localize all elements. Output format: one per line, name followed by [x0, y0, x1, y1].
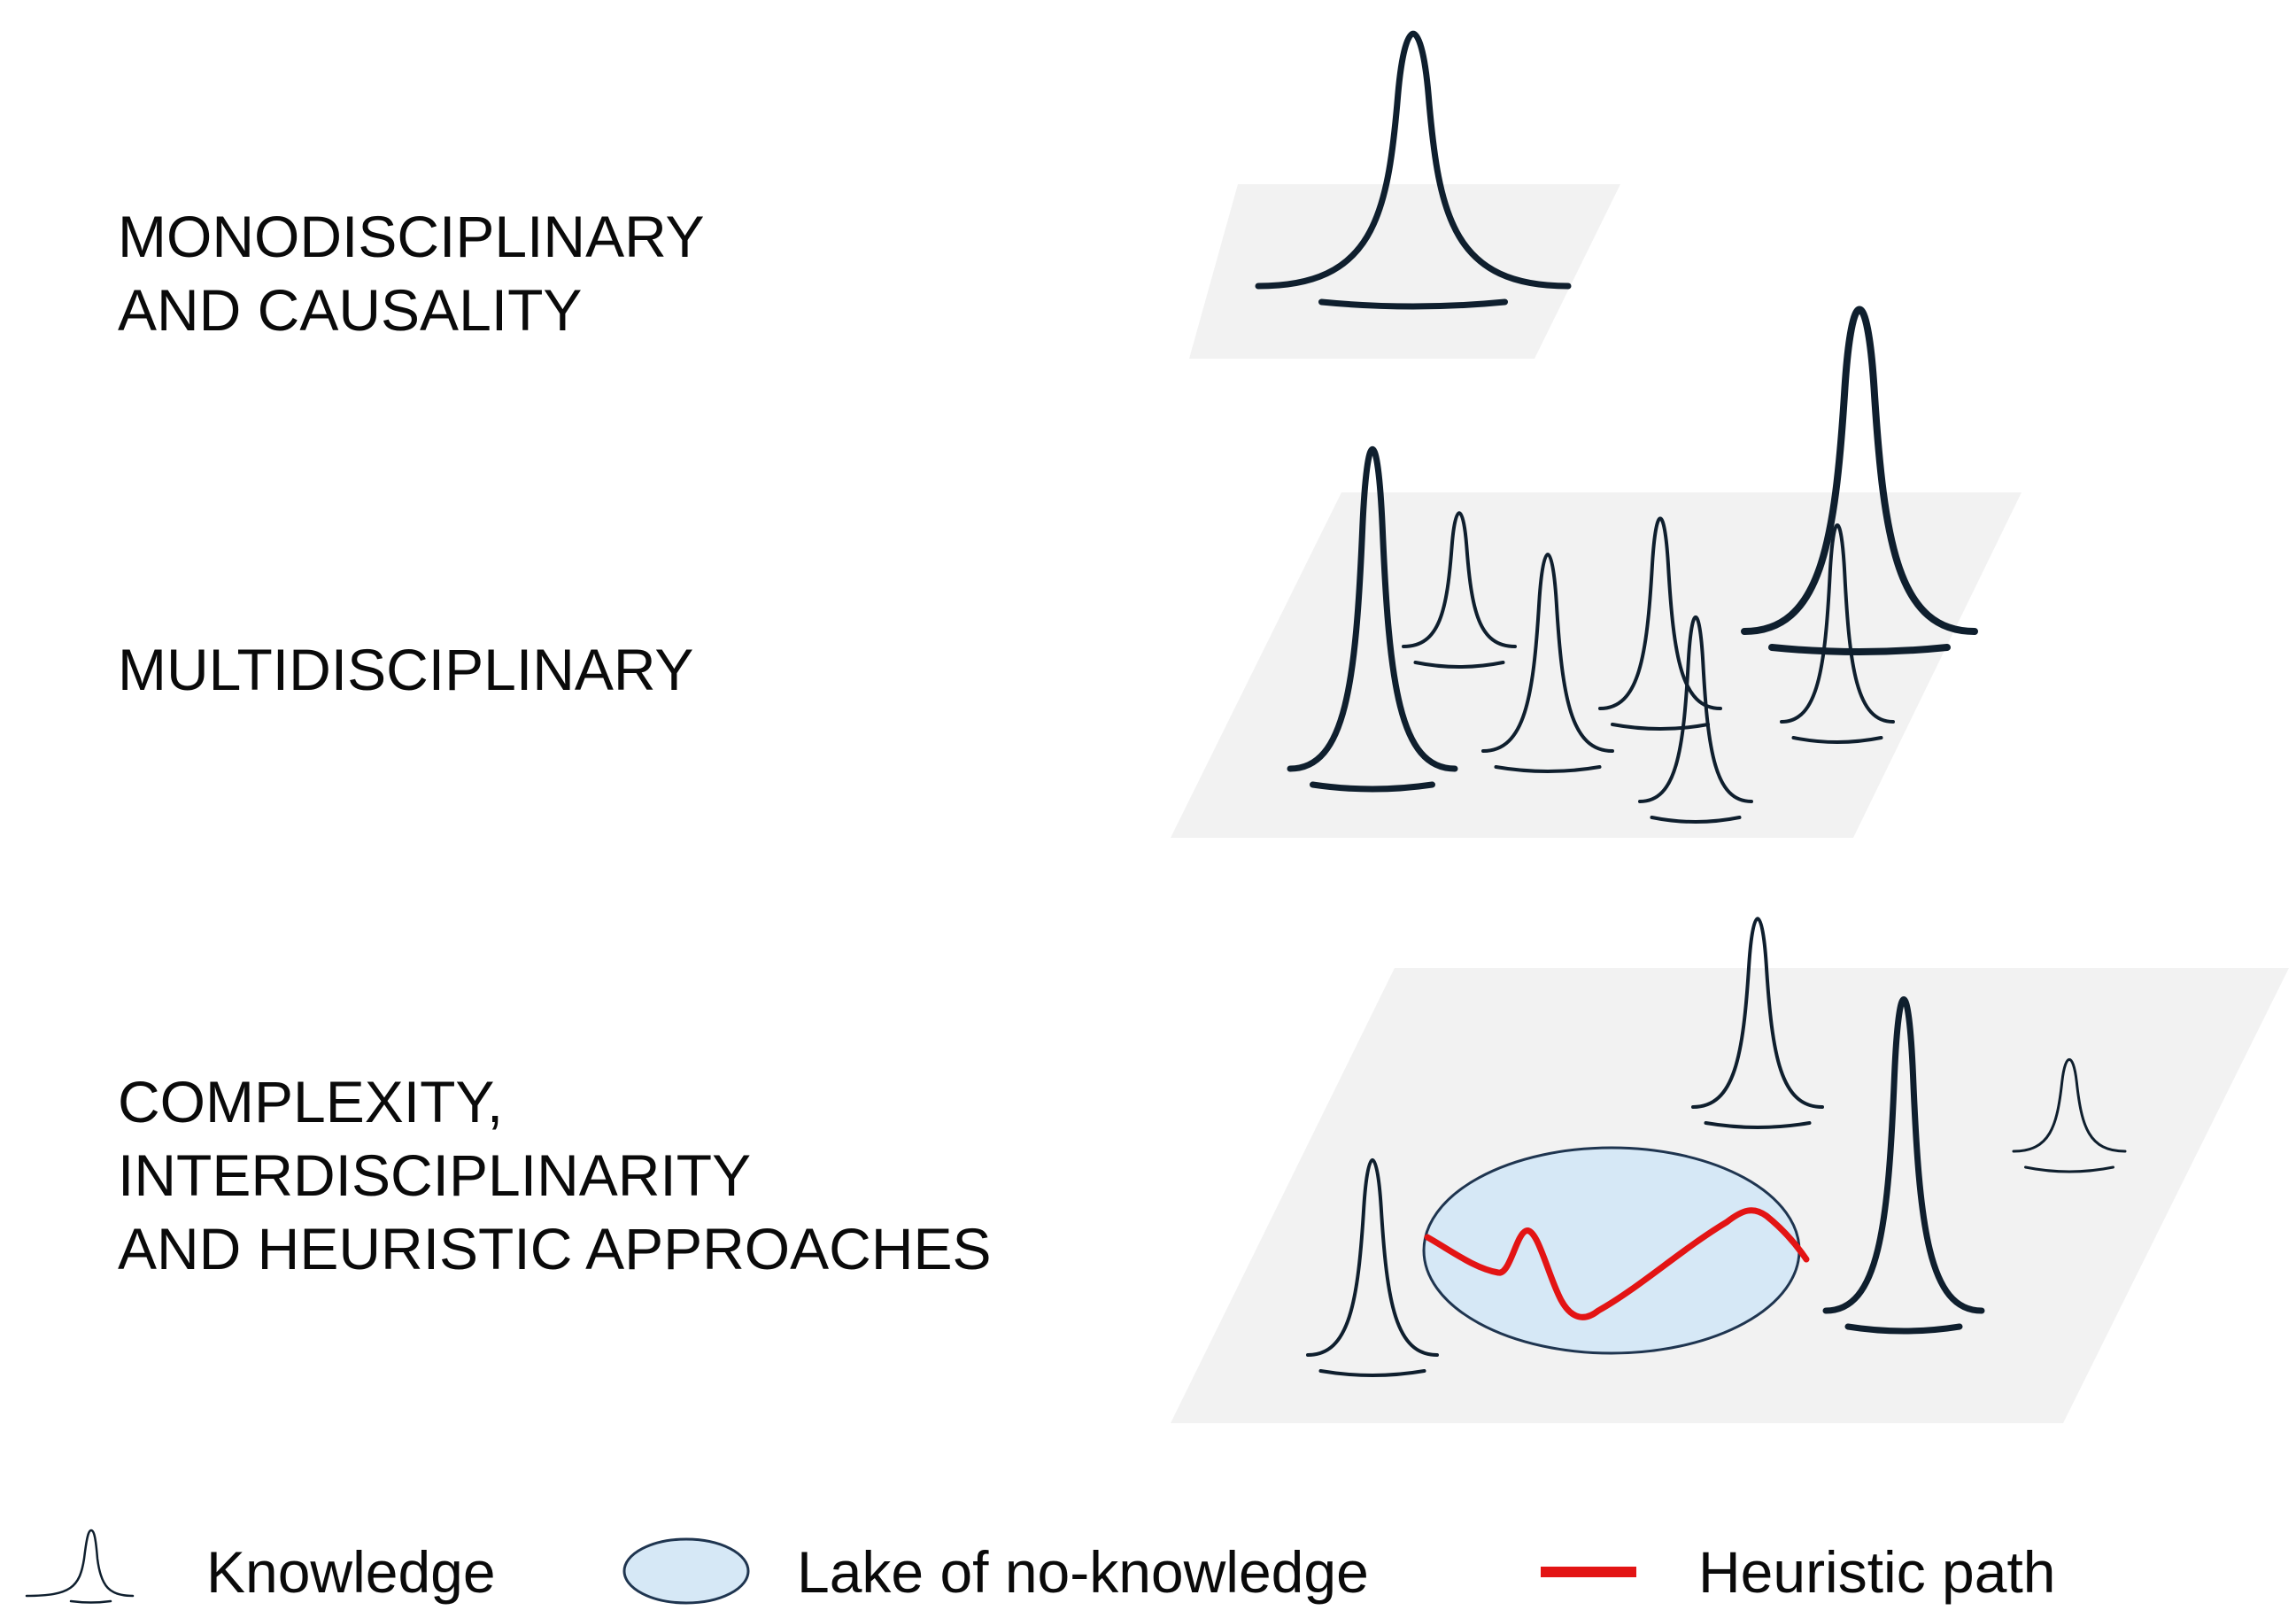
legend-knowledge-icon	[25, 1529, 135, 1598]
knowledge-peak-base	[1318, 298, 1508, 310]
knowledge-peak-base	[1768, 644, 1951, 655]
knowledge-peak-base	[1611, 723, 1710, 731]
knowledge-peak	[1598, 516, 1722, 710]
knowledge-peak-base	[2024, 1165, 2114, 1173]
label-line: MONODISCIPLINARY	[118, 204, 705, 269]
knowledge-peak	[1822, 996, 1985, 1314]
level-label-complexity: COMPLEXITY, INTERDISCIPLINARITY AND HEUR…	[118, 1065, 992, 1286]
knowledge-peaks	[1255, 30, 2127, 1377]
knowledge-peak	[1780, 523, 1895, 724]
legend-lake-label: Lake of no-knowledge	[797, 1539, 1369, 1605]
knowledge-peak	[1402, 511, 1517, 648]
level-label-multidisciplinary: MULTIDISCIPLINARY	[118, 633, 693, 707]
knowledge-peak	[1741, 306, 1978, 635]
label-line: INTERDISCIPLINARITY	[118, 1142, 752, 1208]
knowledge-peak	[1691, 917, 1824, 1109]
knowledge-peak	[1638, 615, 1753, 803]
knowledge-peak-base	[1650, 816, 1742, 824]
heuristic-path	[1424, 1207, 1810, 1320]
label-line: AND CAUSALITY	[118, 277, 583, 343]
legend-knowledge-label: Knowledge	[206, 1539, 496, 1605]
legend-knowledge-icon-base	[69, 1599, 112, 1604]
knowledge-peak-base	[1494, 765, 1602, 773]
legend-heuristic-path-label: Heuristic path	[1698, 1539, 2056, 1605]
knowledge-peak-base	[1413, 661, 1505, 669]
knowledge-peak-base	[1310, 781, 1435, 793]
knowledge-peak	[1255, 30, 1572, 290]
knowledge-peak-base	[1844, 1323, 1963, 1335]
knowledge-peak-base	[1318, 1369, 1426, 1377]
lake-of-no-knowledge	[1422, 1146, 1801, 1355]
knowledge-peak-base	[1704, 1121, 1812, 1129]
level-label-monodisciplinary: MONODISCIPLINARY AND CAUSALITY	[118, 200, 705, 347]
knowledge-peak	[1481, 553, 1614, 753]
knowledge-peak	[2012, 1058, 2127, 1153]
plane-monodisciplinary	[1189, 184, 1620, 359]
legend	[25, 1529, 1636, 1605]
label-line: AND HEURISTIC APPROACHES	[118, 1216, 992, 1281]
label-line: COMPLEXITY,	[118, 1069, 504, 1134]
knowledge-peak	[1287, 445, 1458, 772]
legend-lake-icon	[622, 1537, 750, 1605]
knowledge-peak	[1306, 1158, 1439, 1357]
knowledge-peak-base	[1791, 736, 1883, 744]
label-line: MULTIDISCIPLINARY	[118, 637, 694, 702]
